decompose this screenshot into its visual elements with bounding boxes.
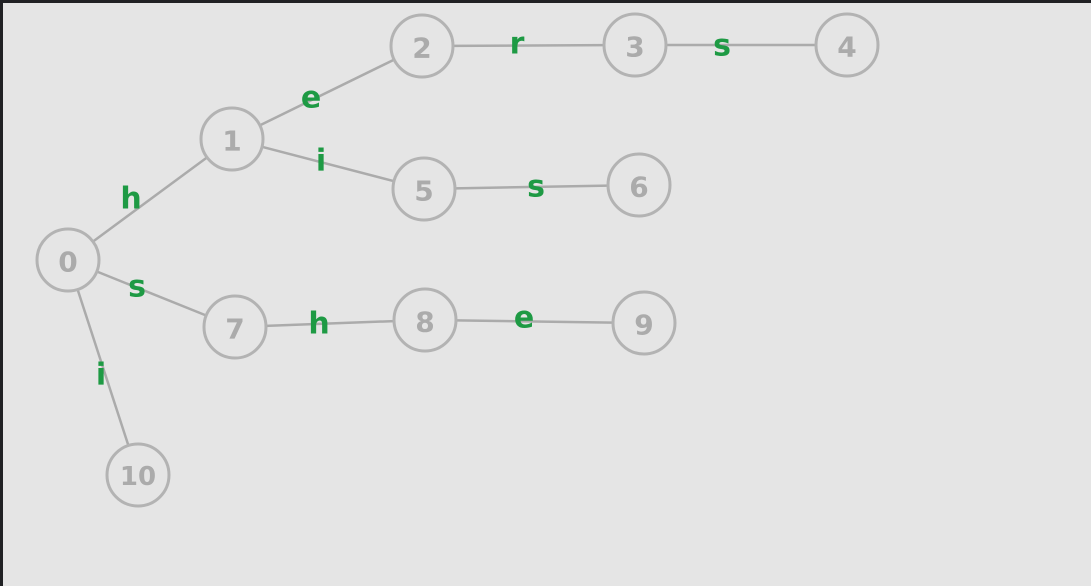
trie-node-6: 6 (606, 152, 672, 218)
edge-label-7-8: h (308, 307, 329, 342)
node-label-6: 6 (629, 171, 648, 204)
node-circle-8 (392, 287, 458, 353)
trie-node-10: 10 (105, 442, 171, 508)
edge-label-1-2: e (301, 81, 321, 116)
node-label-2: 2 (412, 32, 431, 65)
node-circle-7 (202, 294, 268, 360)
trie-node-0: 0 (35, 227, 101, 293)
node-label-9: 9 (634, 309, 653, 342)
edge-label-3-4: s (713, 29, 731, 64)
node-label-10: 10 (120, 462, 156, 492)
node-circle-5 (391, 156, 457, 222)
trie-node-3: 3 (602, 12, 668, 78)
edge-2-3 (452, 43, 605, 48)
edge-0-7 (96, 270, 207, 317)
node-circle-6 (606, 152, 672, 218)
edge-label-8-9: e (514, 301, 534, 336)
node-label-0: 0 (58, 246, 77, 279)
edge-1-2 (259, 58, 395, 127)
edge-8-9 (455, 319, 614, 324)
trie-node-5: 5 (391, 156, 457, 222)
edge-1-5 (261, 145, 395, 183)
nodes-layer: 0 1 2 3 4 5 6 7 8 9 10 (35, 12, 880, 508)
node-circle-0 (35, 227, 101, 293)
node-circle-9 (611, 290, 677, 356)
edge-label-0-1: h (120, 182, 141, 217)
edge-5-6 (454, 184, 609, 190)
node-circle-4 (814, 12, 880, 78)
edge-label-5-6: s (527, 170, 545, 205)
trie-node-7: 7 (202, 294, 268, 360)
edge-0-1 (92, 156, 208, 243)
node-label-5: 5 (414, 175, 433, 208)
node-label-7: 7 (225, 313, 244, 346)
edge-label-2-3: r (510, 27, 525, 62)
edges-layer (76, 43, 816, 446)
node-circle-1 (199, 106, 265, 172)
edge-label-1-5: i (316, 144, 326, 179)
node-label-3: 3 (625, 31, 644, 64)
node-label-1: 1 (222, 125, 241, 158)
edge-0-10 (76, 289, 130, 446)
trie-node-4: 4 (814, 12, 880, 78)
node-label-4: 4 (837, 31, 856, 64)
node-circle-10 (105, 442, 171, 508)
node-circle-2 (389, 13, 455, 79)
node-label-8: 8 (415, 306, 434, 339)
trie-node-1: 1 (199, 106, 265, 172)
edge-7-8 (265, 319, 395, 328)
edge-label-0-7: s (128, 270, 146, 305)
trie-node-8: 8 (392, 287, 458, 353)
trie-node-2: 2 (389, 13, 455, 79)
edge-label-0-10: i (96, 358, 106, 393)
node-circle-3 (602, 12, 668, 78)
trie-node-9: 9 (611, 290, 677, 356)
